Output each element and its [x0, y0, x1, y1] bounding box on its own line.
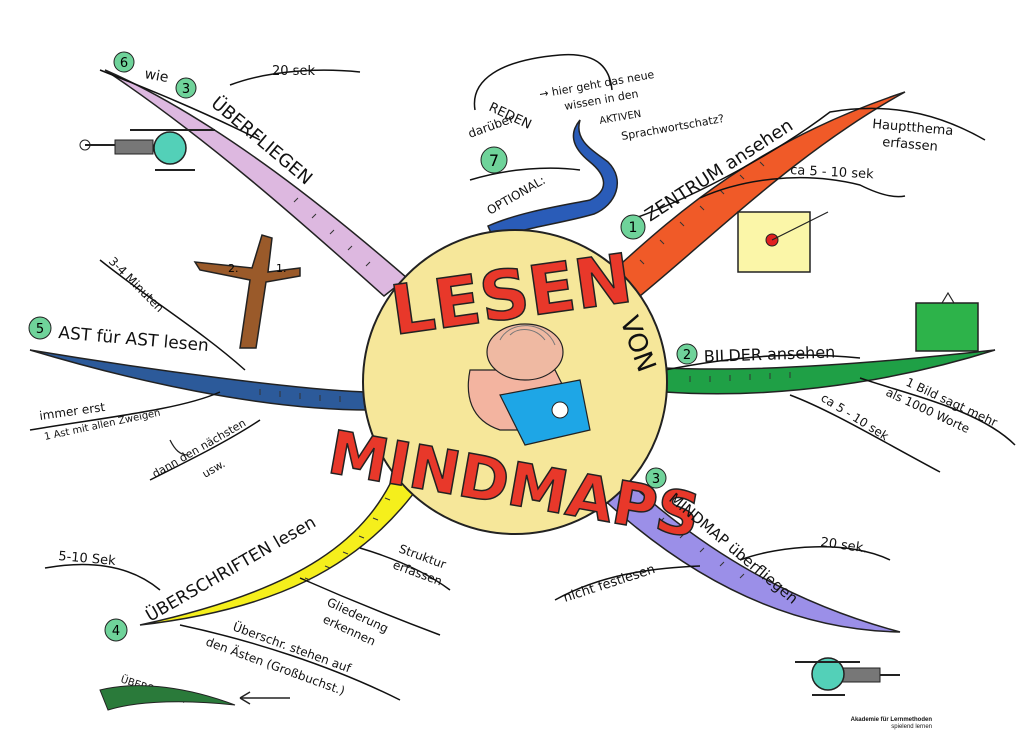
- note-hauptthema: Hauptthema: [872, 117, 954, 139]
- green-picture-icon: [915, 291, 979, 352]
- branch-2-number: 2: [683, 348, 691, 363]
- branch-2-number-circle: [676, 343, 698, 365]
- branch-7-shape: [487, 119, 619, 242]
- helicopter-icon-top: [79, 129, 215, 171]
- footer-line-2: spielend lernen: [891, 724, 932, 730]
- ueberschrift-example-icon: [99, 685, 290, 711]
- footer-line-1: Akademie für Lernmethoden: [850, 717, 932, 723]
- branch-6-number-circle: [113, 51, 135, 73]
- branch-3-shape: [598, 470, 901, 633]
- note-ueberfliegen-time: 20 sek: [272, 64, 315, 79]
- note-erfassen-1: erfassen: [882, 135, 939, 155]
- note-dann-naechsten: dann den nächsten: [150, 416, 248, 480]
- branch-5-number-circle: [28, 316, 52, 340]
- branch-3-number: 3: [652, 472, 660, 487]
- tree-icon: 2. 1.: [193, 234, 301, 349]
- footer: Akademie für Lernmethoden spielend lerne…: [851, 717, 932, 731]
- branch-6-shape: [104, 69, 409, 297]
- branch-6-ref: 3: [182, 82, 190, 97]
- branch-5-label: AST für AST lesen: [58, 323, 210, 356]
- branch-5-number: 5: [36, 322, 44, 337]
- arrow-icon-ast: [169, 439, 189, 456]
- note-ast-time: 3-4 Minuten: [106, 254, 167, 315]
- branch-6-prefix: wie: [143, 66, 169, 86]
- target-picture-icon: [737, 211, 829, 273]
- note-ueberschriften-time: 5-10 Sek: [58, 549, 117, 569]
- note-zentrum-time: ca 5 - 10 sek: [790, 163, 875, 182]
- helicopter-icon-bottom: [795, 657, 900, 696]
- tree-label-1: 1.: [276, 262, 287, 275]
- branch-4-number: 4: [112, 624, 120, 639]
- branch-6-number: 6: [120, 56, 128, 71]
- branch-shapes: [29, 69, 996, 633]
- reader-figure: [467, 323, 591, 446]
- center-node: LESEN VON MINDMAPS: [322, 229, 706, 553]
- branch-5-shape: [29, 349, 371, 411]
- note-mindmap-time: 20 sek.: [819, 535, 868, 556]
- branch-ticks: [259, 161, 791, 581]
- note-nicht-festlesen: nicht festlesen: [562, 562, 658, 606]
- number-circles: 1 2 3 4 5 6 3 7: [28, 51, 698, 642]
- branch-1-shape: [610, 91, 906, 297]
- branch-7-sub: darüber: [466, 111, 515, 140]
- note-underlines: [29, 54, 1016, 701]
- branch-4-number-circle: [104, 618, 128, 642]
- tree-label-2: 2.: [228, 262, 239, 275]
- branch-7-number: 7: [489, 151, 499, 170]
- note-bilder-time: ca 5 - 10 sek: [818, 391, 891, 444]
- branch-6-ref-circle: [175, 77, 197, 99]
- branch-4-shape: [139, 460, 423, 626]
- branch-1-number: 1: [629, 220, 638, 236]
- note-reden-3: AKTIVEN: [599, 109, 643, 127]
- branch-2-shape: [664, 349, 996, 395]
- branch-3-number-circle: [645, 467, 667, 489]
- branch-7-number-circle: [480, 146, 508, 174]
- branch-1-number-circle: [620, 214, 646, 240]
- branch-2-label: BILDER ansehen: [703, 342, 835, 366]
- note-usw: usw.: [200, 457, 227, 480]
